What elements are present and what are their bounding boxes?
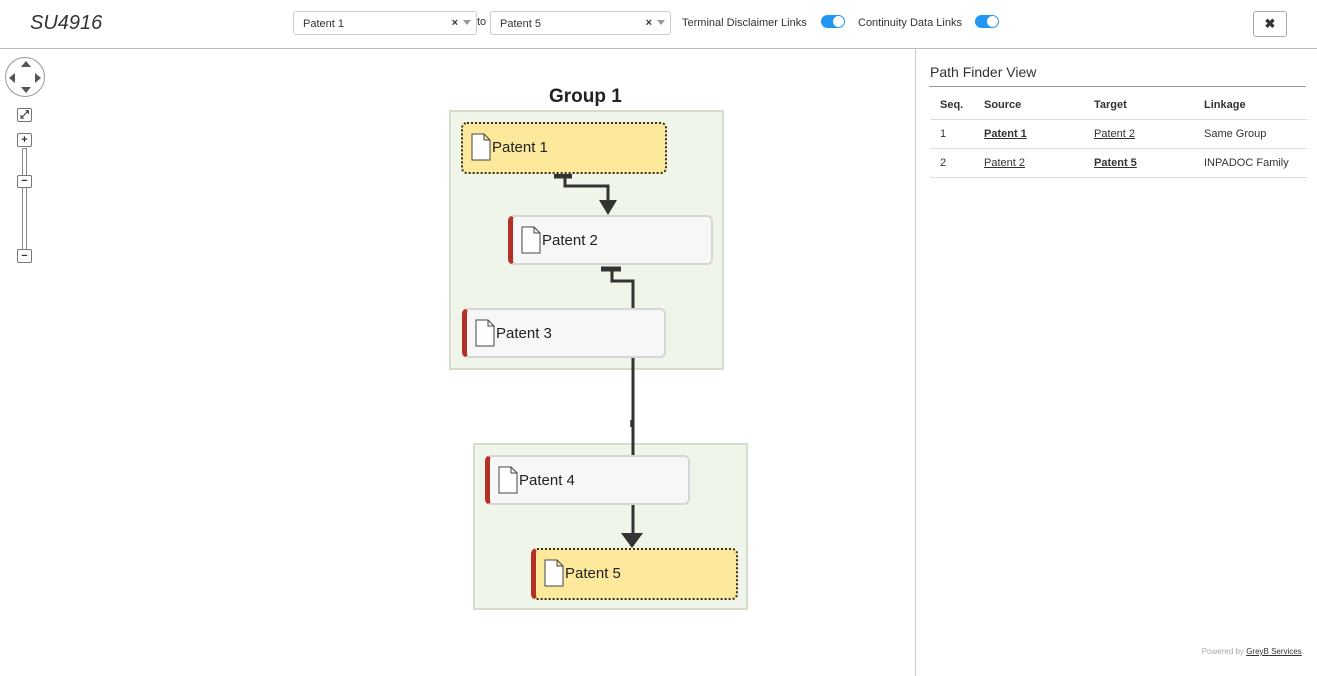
- document-icon: [471, 133, 491, 161]
- group-title: Group 1: [549, 86, 622, 107]
- node-label: Patent 1: [492, 139, 548, 156]
- column-header-target: Target: [1084, 90, 1194, 120]
- document-icon: [521, 226, 541, 254]
- table-header-row: Seq. Source Target Linkage: [930, 90, 1307, 120]
- column-header-source: Source: [974, 90, 1084, 120]
- zoom-slider-handle[interactable]: −: [17, 175, 32, 188]
- zoom-slider-track[interactable]: [22, 148, 27, 250]
- node-patent-3[interactable]: Patent 3: [462, 308, 666, 358]
- zoom-in-button[interactable]: +: [17, 133, 32, 147]
- node-patent-4[interactable]: Patent 4: [485, 455, 690, 505]
- column-header-linkage: Linkage: [1194, 90, 1307, 120]
- document-icon: [475, 319, 495, 347]
- to-label: to: [477, 16, 487, 28]
- greyb-services-link[interactable]: GreyB Services: [1246, 647, 1302, 656]
- pan-control[interactable]: [5, 57, 45, 97]
- source-patent-value: Patent 1: [303, 18, 344, 30]
- target-patent-value: Patent 5: [500, 18, 541, 30]
- toggle-knob: [987, 16, 998, 27]
- zoom-out-button[interactable]: −: [17, 249, 32, 263]
- node-label: Patent 2: [542, 232, 598, 249]
- pan-down-icon[interactable]: [21, 87, 31, 93]
- toggle-knob: [833, 16, 844, 27]
- panel-divider: [929, 86, 1306, 87]
- continuity-data-toggle[interactable]: [975, 15, 999, 28]
- node-patent-1[interactable]: Patent 1: [461, 122, 667, 174]
- node-patent-5[interactable]: Patent 5: [531, 548, 738, 600]
- source-link[interactable]: Patent 2: [984, 157, 1025, 169]
- path-table: Seq. Source Target Linkage 1 Patent 1 Pa…: [930, 90, 1307, 178]
- path-finder-panel: Path Finder View Seq. Source Target Link…: [915, 49, 1317, 676]
- cell-seq: 1: [930, 119, 974, 149]
- source-link[interactable]: Patent 1: [984, 128, 1027, 140]
- node-label: Patent 5: [565, 565, 621, 582]
- pan-up-icon[interactable]: [21, 61, 31, 67]
- table-row: 2 Patent 2 Patent 5 INPADOC Family: [930, 148, 1307, 178]
- target-link[interactable]: Patent 2: [1094, 128, 1135, 140]
- terminal-disclaimer-toggle[interactable]: [821, 15, 845, 28]
- node-label: Patent 3: [496, 325, 552, 342]
- terminal-disclaimer-label: Terminal Disclaimer Links: [682, 17, 807, 29]
- top-toolbar: SU4916 Patent 1 × to Patent 5 × Terminal…: [0, 0, 1317, 49]
- node-patent-2[interactable]: Patent 2: [508, 215, 713, 265]
- source-dropdown-arrow-icon[interactable]: [463, 20, 471, 25]
- powered-by-prefix: Powered by: [1201, 647, 1244, 656]
- pan-left-icon[interactable]: [9, 73, 15, 83]
- table-row: 1 Patent 1 Patent 2 Same Group: [930, 119, 1307, 149]
- powered-by-suffix: .: [1301, 647, 1304, 656]
- source-clear-icon[interactable]: ×: [451, 17, 458, 29]
- cell-linkage: Same Group: [1194, 119, 1307, 149]
- close-button[interactable]: ✖: [1253, 11, 1287, 37]
- target-clear-icon[interactable]: ×: [645, 17, 652, 29]
- powered-by: Powered by GreyB Services.: [1202, 647, 1304, 656]
- document-icon: [544, 559, 564, 587]
- target-patent-select[interactable]: Patent 5 ×: [490, 11, 671, 35]
- target-dropdown-arrow-icon[interactable]: [657, 20, 665, 25]
- target-link[interactable]: Patent 5: [1094, 157, 1137, 169]
- cell-seq: 2: [930, 148, 974, 178]
- pan-right-icon[interactable]: [35, 73, 41, 83]
- app-title: SU4916: [30, 12, 103, 34]
- document-icon: [498, 466, 518, 494]
- fit-view-icon[interactable]: ⤢: [17, 108, 32, 122]
- column-header-seq: Seq.: [930, 90, 974, 120]
- source-patent-select[interactable]: Patent 1 ×: [293, 11, 477, 35]
- node-label: Patent 4: [519, 472, 575, 489]
- panel-title: Path Finder View: [930, 64, 1037, 80]
- cell-linkage: INPADOC Family: [1194, 148, 1307, 178]
- continuity-data-label: Continuity Data Links: [858, 17, 962, 29]
